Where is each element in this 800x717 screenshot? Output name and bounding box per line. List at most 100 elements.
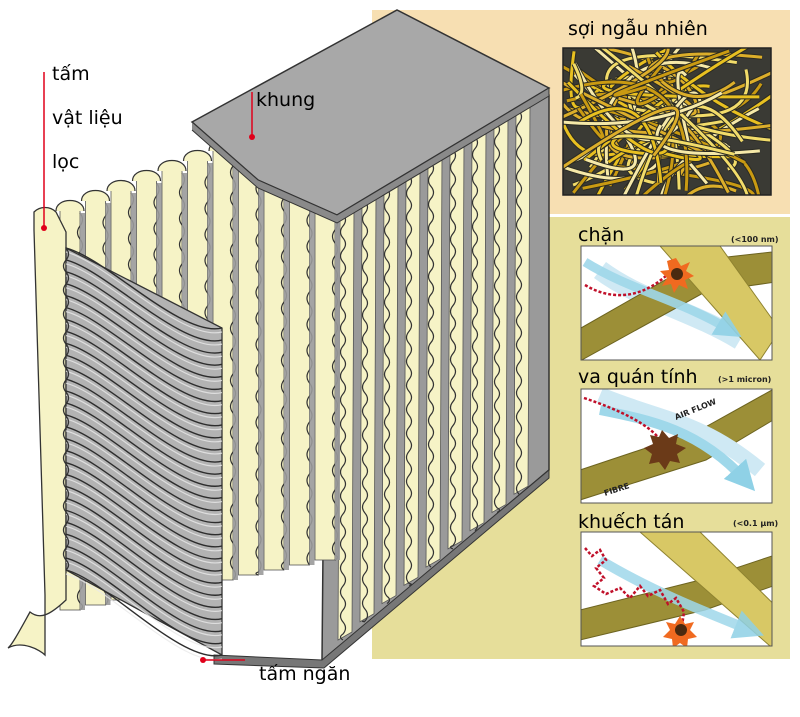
fibre-strand bbox=[600, 48, 749, 195]
corrugation-highlight bbox=[65, 537, 223, 625]
separator-left-edge bbox=[62, 247, 70, 571]
corrugation-ridge bbox=[65, 378, 223, 463]
side-pleat-wave bbox=[515, 110, 523, 495]
corrugation-ridge bbox=[65, 318, 223, 403]
mechanism-size-inertial-impaction: (>1 micron) bbox=[718, 375, 771, 384]
side-pleat-wave bbox=[493, 123, 501, 513]
corrugation-ridge bbox=[65, 354, 223, 439]
fibre-strand bbox=[563, 80, 689, 191]
corrugation-highlight bbox=[65, 406, 223, 491]
corrugation-ridge bbox=[65, 557, 223, 645]
random-fibres-inset bbox=[562, 47, 772, 196]
corrugation-ridge bbox=[65, 426, 223, 512]
corrugation-ridge bbox=[65, 533, 223, 621]
mechanism-size-interception: (<100 nm) bbox=[731, 235, 779, 244]
fibre-strand bbox=[676, 70, 692, 150]
fibre-strand bbox=[578, 107, 663, 183]
corrugation-highlight bbox=[65, 430, 223, 516]
side-pleat-wave bbox=[361, 200, 369, 623]
side-pleat-wave bbox=[405, 174, 413, 586]
corrugation-ridge bbox=[65, 497, 223, 584]
corrugation-ridge bbox=[65, 450, 223, 536]
corrugation-ridge bbox=[65, 283, 223, 366]
fibre-strands bbox=[563, 48, 771, 195]
corrugation-highlight bbox=[65, 573, 223, 661]
random-fibres-label: sợi ngẫu nhiên bbox=[568, 17, 708, 40]
corrugation-ridge bbox=[65, 545, 223, 633]
corrugation-highlight bbox=[65, 370, 223, 455]
corrugation-ridge bbox=[65, 521, 223, 609]
corrugation-ridge bbox=[65, 414, 223, 500]
mechanism-interception bbox=[580, 245, 773, 361]
mechanism-title-diffusion: khuếch tán bbox=[578, 511, 684, 533]
label-filter-sheet-line3: lọc bbox=[52, 151, 79, 173]
fibre-strand bbox=[660, 80, 736, 99]
corrugation-highlight bbox=[65, 251, 223, 334]
mechanism-title-interception: chặn bbox=[578, 224, 624, 246]
corrugation-highlight bbox=[65, 334, 223, 419]
side-pleat-wave bbox=[427, 162, 435, 568]
corrugation-ridge bbox=[65, 473, 223, 560]
corrugation-ridge bbox=[65, 295, 223, 378]
label-frame: khung bbox=[256, 89, 315, 111]
corrugation-highlight bbox=[65, 478, 223, 564]
mechanism-size-diffusion: (<0.1 µm) bbox=[733, 519, 778, 528]
label-filter-sheet-line2: vật liệu bbox=[52, 107, 123, 129]
corrugation-ridge bbox=[65, 366, 223, 451]
fibre-strand bbox=[563, 91, 723, 126]
label-filter-sheet-line1: tấm bbox=[52, 63, 90, 85]
corrugation-highlight bbox=[65, 311, 223, 394]
corrugation-highlight bbox=[65, 287, 223, 370]
corrugation-ridge bbox=[65, 569, 223, 657]
corrugation-highlight bbox=[65, 358, 223, 443]
frame-top-edge bbox=[191, 87, 550, 224]
frame-bottom-edge bbox=[213, 468, 550, 669]
corrugation-ridge bbox=[65, 402, 223, 487]
label-separator: tấm ngăn bbox=[259, 663, 350, 685]
side-media-strip bbox=[469, 127, 487, 532]
corrugation-highlight bbox=[65, 275, 223, 358]
corrugation-highlight bbox=[65, 263, 223, 346]
corrugation-ridge bbox=[65, 390, 223, 475]
side-pleat-wave bbox=[383, 187, 391, 605]
fibre-strand bbox=[611, 135, 737, 159]
leader-dot-filter-sheet bbox=[41, 225, 47, 231]
front-separator-sheet bbox=[62, 246, 223, 661]
corrugation-highlight bbox=[65, 394, 223, 479]
corrugation-ridge bbox=[65, 271, 223, 354]
corrugation-highlight bbox=[65, 299, 223, 382]
corrugation-highlight bbox=[65, 442, 223, 528]
fibre-strand bbox=[563, 106, 680, 169]
corrugation-ridge bbox=[65, 509, 223, 596]
leader-dot-frame bbox=[249, 134, 255, 140]
corrugation-highlight bbox=[65, 466, 223, 552]
corrugation-ridge bbox=[65, 306, 223, 391]
fibre-strand bbox=[572, 63, 584, 100]
mechanism-inertial-impaction: AIR FLOW FIBRE bbox=[580, 388, 773, 504]
mechanism-title-inertial-impaction: va quán tính bbox=[578, 366, 698, 388]
corrugation-ridge bbox=[65, 485, 223, 572]
media-sheet bbox=[238, 134, 259, 576]
corrugation-ridge bbox=[65, 330, 223, 415]
corrugation-highlight bbox=[65, 454, 223, 540]
fibre-strand bbox=[686, 184, 737, 195]
separator-strip bbox=[309, 123, 315, 565]
media-fold-top bbox=[80, 189, 111, 202]
separator-strip bbox=[284, 133, 289, 570]
media-fold-top bbox=[131, 169, 162, 182]
corrugation-highlight bbox=[65, 322, 223, 407]
frame-side-pleats bbox=[337, 102, 531, 641]
corrugation-ridge bbox=[65, 342, 223, 427]
media-fold-top bbox=[106, 179, 136, 192]
corrugation-highlight bbox=[65, 382, 223, 467]
side-pleat-wave bbox=[449, 149, 457, 550]
corrugation-highlight bbox=[65, 418, 223, 503]
separator-strip bbox=[258, 143, 264, 575]
corrugation-ridge bbox=[65, 247, 223, 330]
corrugation-highlight bbox=[65, 561, 223, 649]
leader-dot-separator bbox=[200, 657, 206, 663]
media-fold-top bbox=[157, 159, 187, 172]
corrugation-highlight bbox=[65, 346, 223, 431]
fibre-strand bbox=[597, 134, 735, 161]
mechanism-diffusion bbox=[580, 531, 773, 647]
